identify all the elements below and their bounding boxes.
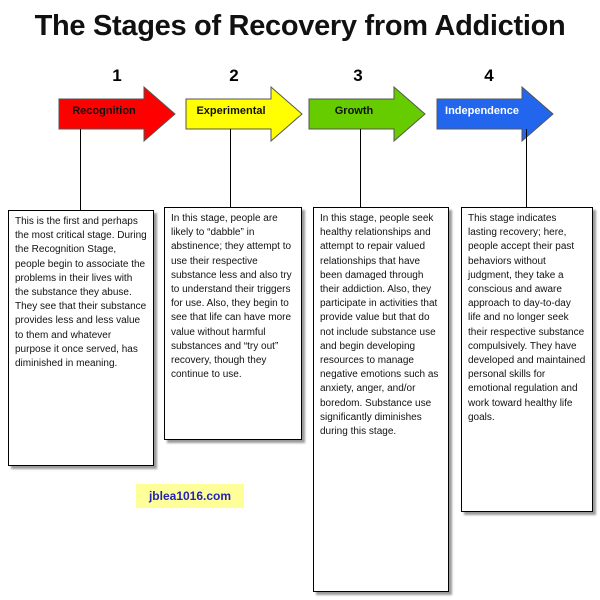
diagram-title: The Stages of Recovery from Addiction xyxy=(34,10,566,42)
stage-3-label: Growth xyxy=(334,105,374,117)
stage-3-description: In this stage, people seek healthy relat… xyxy=(313,207,449,592)
stage-1-connector xyxy=(80,129,81,212)
stage-3-connector xyxy=(360,129,361,209)
stage-4-label: Independence xyxy=(445,105,519,117)
stage-2-connector xyxy=(230,129,231,209)
stage-4-description: This stage indicates lasting recovery; h… xyxy=(461,207,593,512)
stage-3-arrow: Growth xyxy=(308,86,426,142)
stage-3-number: 3 xyxy=(353,66,363,85)
stage-1-label: Recognition xyxy=(72,105,136,117)
stage-4-arrow-shape xyxy=(436,86,554,142)
stage-1-description: This is the first and perhaps the most c… xyxy=(8,210,154,466)
stage-4-connector xyxy=(526,129,527,209)
stage-2-arrow: Experimental xyxy=(185,86,303,142)
stage-4-number: 4 xyxy=(484,66,494,85)
stage-2-arrow-shape xyxy=(185,86,303,142)
website-link[interactable]: jblea1016.com xyxy=(136,484,244,508)
stage-2-description: In this stage, people are likely to “dab… xyxy=(164,207,302,440)
stage-1-arrow: Recognition xyxy=(58,86,176,142)
stage-1-arrow-shape xyxy=(58,86,176,142)
stage-2-number: 2 xyxy=(229,66,239,85)
stage-2-label: Experimental xyxy=(196,105,266,117)
stage-3-arrow-shape xyxy=(308,86,426,142)
stage-1-number: 1 xyxy=(112,66,122,85)
stage-4-arrow: Independence xyxy=(436,86,554,142)
